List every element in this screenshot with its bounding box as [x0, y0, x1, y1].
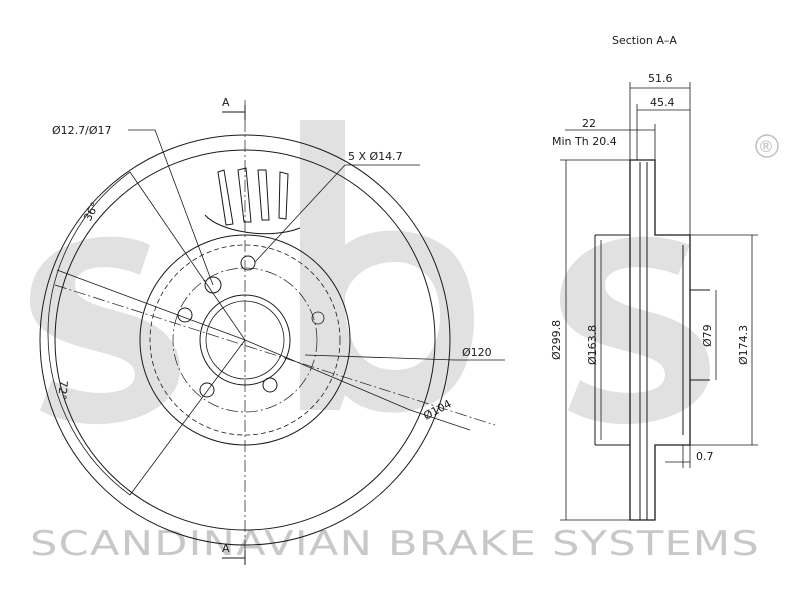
- cooling-vanes: [204, 167, 301, 235]
- diagonal-centerline: [54, 284, 496, 426]
- stud-hole: [240, 255, 256, 271]
- stud-hole: [262, 377, 278, 393]
- svg-text:Ø299.8: Ø299.8: [550, 320, 563, 360]
- dim-disc-thickness: 22 Min Th 20.4: [552, 117, 656, 160]
- stud-holes-label: 5 X Ø14.7: [348, 150, 403, 163]
- brand-name: SCANDINAVIAN BRAKE SYSTEMS: [30, 524, 760, 564]
- svg-text:0.7: 0.7: [696, 450, 714, 463]
- svg-text:Ø174.3: Ø174.3: [737, 325, 750, 365]
- pcd-inner-leader: [244, 339, 471, 431]
- section-marker-bottom: A: [222, 542, 246, 565]
- pcd-outer-label: Ø120: [462, 346, 492, 359]
- stud-holes-leader: [254, 164, 420, 263]
- dim-outer-diameter: Ø299.8: [550, 159, 630, 521]
- registered-circle-icon: [755, 134, 779, 158]
- pcd-circle: [172, 267, 318, 413]
- svg-text:Ø163.8: Ø163.8: [586, 325, 599, 365]
- svg-text:22: 22: [582, 117, 596, 130]
- angle-arc: [47, 171, 131, 496]
- angle-label-72: 72°: [55, 380, 70, 401]
- section-title: Section A–A: [612, 34, 677, 47]
- angle-label-36: 36°: [81, 200, 102, 223]
- bolt-hole-leader: [128, 129, 214, 286]
- dim-hat-inner-diameter: Ø174.3: [690, 234, 758, 446]
- bolt-hole: [311, 311, 325, 325]
- svg-text:45.4: 45.4: [650, 96, 675, 109]
- dim-hat-height: 45.4: [636, 96, 690, 160]
- sbs-logo-watermark: [30, 120, 710, 425]
- front-view: A A 36° 72° Ø12.7/Ø17 5 X Ø14.7 Ø120 Ø10…: [39, 96, 505, 565]
- stud-hole: [199, 382, 215, 398]
- dim-hat-outer-diameter: Ø163.8: [586, 240, 602, 440]
- registered-mark: ®: [758, 137, 774, 156]
- svg-text:Min Th 20.4: Min Th 20.4: [552, 135, 617, 148]
- dim-offset: 0.7: [665, 445, 714, 468]
- section-marker-top: A: [222, 96, 246, 120]
- dim-center-bore: Ø79: [701, 290, 717, 380]
- svg-text:51.6: 51.6: [648, 72, 673, 85]
- svg-text:Ø79: Ø79: [701, 324, 714, 347]
- bolt-hole-label: Ø12.7/Ø17: [52, 124, 112, 137]
- dim-overall-width: 51.6: [629, 72, 691, 235]
- svg-text:A: A: [222, 96, 230, 109]
- pcd-outer-leader: [304, 354, 505, 361]
- svg-text:A: A: [222, 542, 230, 555]
- section-view: Section A–A 51.6 45.4: [550, 34, 758, 521]
